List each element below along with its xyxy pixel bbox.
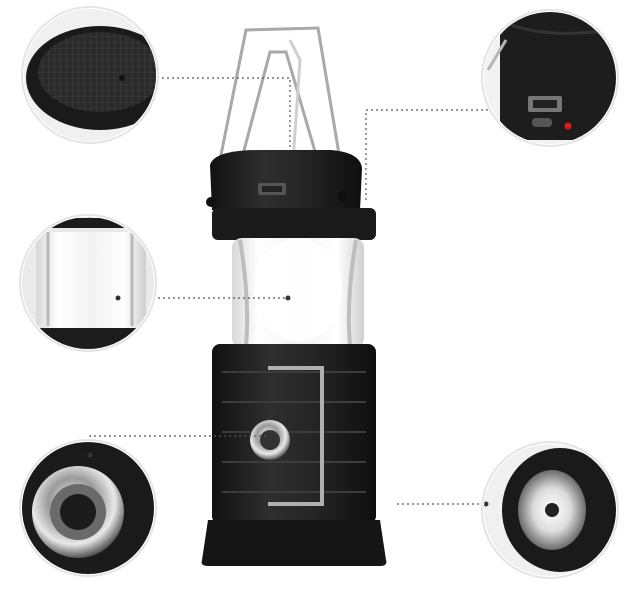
side-handle	[268, 366, 324, 506]
callout-flashlight	[481, 441, 619, 579]
charging-indicator	[564, 122, 572, 130]
callout-power-button	[19, 439, 157, 577]
bulb-icon	[36, 232, 146, 328]
lantern-body	[201, 344, 387, 566]
lantern	[201, 26, 387, 566]
callout-usb-ports	[481, 9, 619, 147]
callout-solar-panel	[21, 6, 159, 144]
wire-handle	[210, 26, 348, 201]
top-cap	[206, 150, 376, 240]
solar-panel-icon	[38, 32, 156, 112]
callout-led-lantern	[19, 214, 157, 352]
lantern-glass	[232, 238, 364, 348]
